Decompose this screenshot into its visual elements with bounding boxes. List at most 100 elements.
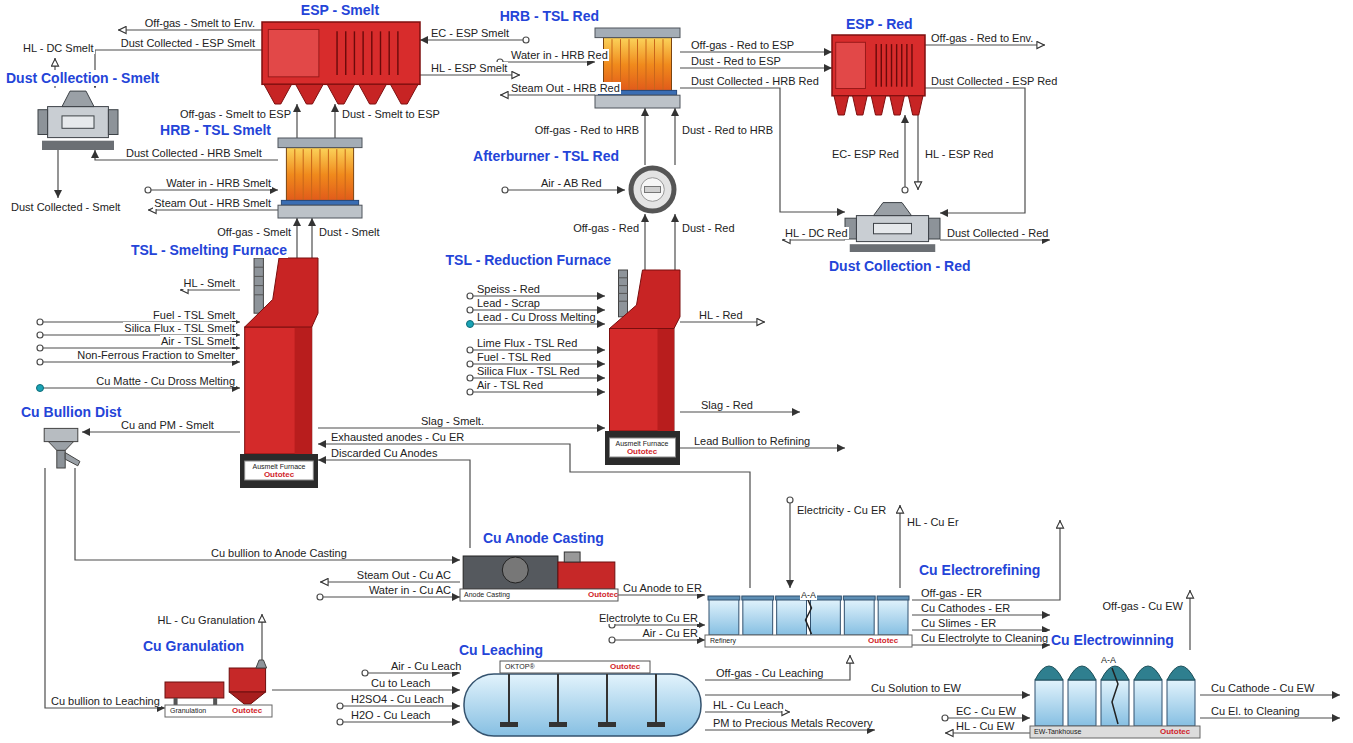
break-mark: [806, 594, 812, 634]
stream-label: HL - ESP Smelt: [430, 62, 508, 74]
equipment-part: [388, 31, 389, 75]
equipment-part: [850, 244, 936, 252]
brand-logo: Outotec: [264, 471, 294, 479]
equipment-part: [890, 96, 905, 115]
equipment-part: [254, 285, 263, 286]
equipment-part: [881, 44, 882, 87]
stream-label: Slag - Red: [700, 399, 754, 411]
equipment-part: [38, 110, 48, 135]
equipment-part: [1167, 680, 1195, 726]
equipment-part: [743, 599, 773, 635]
equipment-part: [856, 216, 928, 242]
unit-title: TSL - Smelting Furnace: [130, 242, 288, 258]
stream-origin: [467, 347, 473, 353]
stream-line: [925, 44, 1045, 45]
stream-line: [680, 447, 845, 448]
stream-line: [1035, 666, 1063, 680]
stream-line: [615, 624, 705, 625]
stream-line: [500, 94, 595, 95]
stream-label: EC - ESP Smelt: [430, 27, 510, 39]
stream-origin: [37, 385, 44, 392]
unit-title: Cu Anode Casting: [482, 530, 605, 546]
stream-connector: [674, 214, 675, 270]
equipment-part: [896, 44, 897, 87]
brand-text: OKTOP®: [505, 663, 535, 671]
equipment-part: [645, 187, 661, 193]
stream-label: Lead - Scrap: [476, 297, 541, 309]
stream-line: [473, 391, 605, 392]
equipment-part: [619, 277, 628, 278]
process-unit: Dust Collection - Red: [845, 200, 940, 252]
brand-logo: Outotec: [868, 637, 898, 645]
equipment-part: [336, 31, 337, 75]
stream-line: [912, 629, 1050, 630]
stream-connector: [618, 594, 705, 595]
equipment-part: [44, 428, 78, 441]
stream-line: [1068, 666, 1096, 680]
unit-title: HRB - TSL Smelt: [159, 122, 272, 138]
equipment-part: [619, 293, 628, 294]
stream-label: Water in - Cu AC: [368, 584, 452, 596]
stream-line: [615, 639, 705, 640]
equipment-part: [229, 668, 265, 692]
stream-origin: [787, 497, 793, 503]
stream-connector: [311, 218, 312, 258]
equipment-part: [595, 28, 680, 38]
stream-line: [151, 189, 278, 190]
equipment-part: [610, 329, 675, 432]
brand-logo: Outotec: [232, 707, 262, 715]
stream-line: [343, 705, 460, 706]
equipment-part: [245, 327, 312, 454]
equipment-part: [811, 599, 841, 635]
stream-connector: [680, 51, 832, 52]
stream-origin: [337, 719, 343, 725]
equipment-part: [296, 84, 324, 104]
equipment-part: [278, 205, 362, 218]
stream-line: [782, 239, 845, 240]
stream-connector: [318, 460, 470, 548]
stream-label: Dust Collected - HRB Red: [690, 75, 820, 87]
unit-title: Cu Electrowinning: [1050, 632, 1175, 648]
section-mark: A-A: [800, 590, 817, 600]
stream-label: Air - TSL Smelt: [160, 335, 236, 347]
stream-label: Off-gas - Red to HRB: [534, 124, 640, 136]
equipment-part: [742, 596, 774, 600]
stream-line: [705, 729, 875, 730]
process-unit: HRB - TSL Smelt: [278, 138, 362, 218]
stream-line: [705, 655, 850, 680]
stream-label: Dust Collected - HRB Smelt: [125, 147, 263, 159]
process-unit: ESP - Red: [832, 35, 925, 115]
equipment-part: [908, 96, 923, 115]
stream-origin: [467, 293, 473, 299]
process-unit: Cu Bullion Dist: [40, 424, 82, 468]
stream-line: [148, 209, 278, 210]
stream-label: Slag - Smelt.: [420, 415, 485, 427]
stream-line: [43, 361, 240, 362]
equipment-part: [500, 661, 650, 673]
equipment-part: [359, 84, 387, 104]
stream-label: Cu bullion to Leaching: [50, 695, 161, 707]
stream-line: [912, 644, 1050, 645]
stream-connector: [925, 88, 1025, 213]
equipment-part: [610, 270, 681, 329]
equipment-part: [256, 660, 267, 668]
stream-origin: [631, 168, 674, 211]
equipment-part: [62, 91, 94, 107]
stream-label: Dust - Smelt to ESP: [341, 108, 441, 120]
process-unit: TSL - Smelting Furnace: [240, 258, 318, 488]
section-mark: A-A: [1100, 655, 1117, 665]
stream-label: HL - Cu Granulation: [157, 614, 256, 626]
equipment-part: [345, 31, 346, 75]
stream-line: [1200, 717, 1340, 718]
equipment-part: [262, 22, 420, 84]
stream-label: Electricity - Cu ER: [796, 504, 887, 516]
stream-connector: [272, 689, 460, 690]
stream-label: Off-gas - Smelt to ESP: [179, 108, 292, 120]
process-unit: Cu Leaching: [460, 660, 705, 740]
process-unit: TSL - Reduction Furnace: [605, 270, 680, 465]
equipment-part: [637, 39, 638, 90]
stream-origin: [502, 187, 508, 193]
stream-connector: [644, 214, 645, 270]
brand-logo: Outotec: [588, 591, 618, 599]
